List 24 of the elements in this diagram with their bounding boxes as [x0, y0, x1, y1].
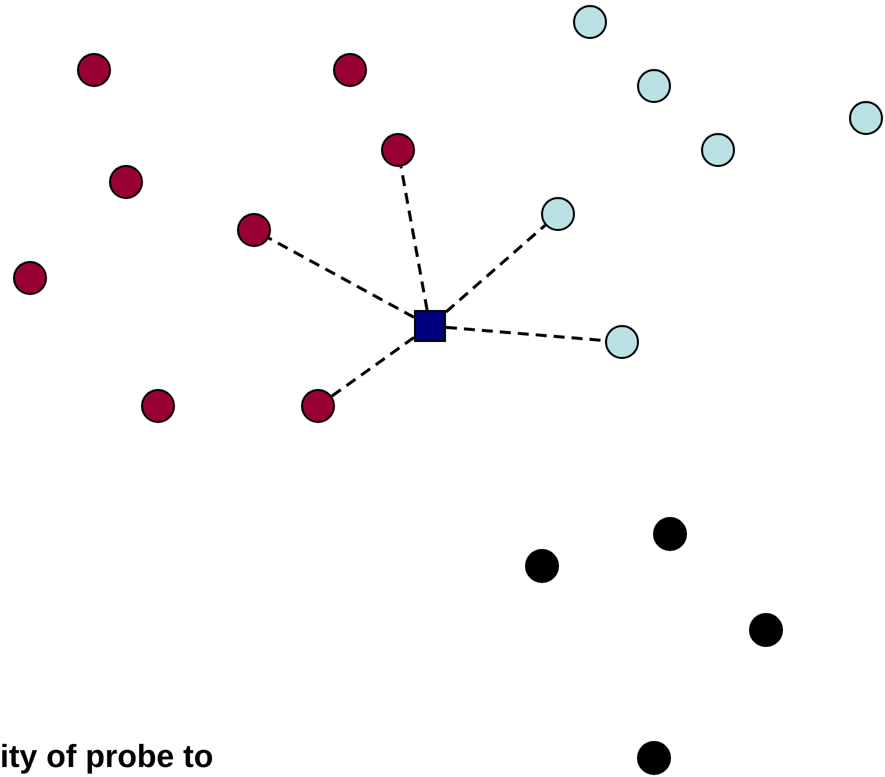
data-point: [301, 389, 335, 423]
dashed-line: [330, 336, 415, 398]
probe-square: [414, 310, 446, 342]
data-point: [849, 101, 883, 135]
data-point: [525, 549, 559, 583]
data-point: [573, 5, 607, 39]
data-point: [109, 165, 143, 199]
data-point: [749, 613, 783, 647]
data-point: [381, 133, 415, 167]
data-point: [237, 213, 271, 247]
data-point: [541, 197, 575, 231]
data-point: [605, 325, 639, 359]
data-point: [141, 389, 175, 423]
dashed-line: [268, 236, 415, 319]
data-point: [701, 133, 735, 167]
dashed-line: [400, 166, 429, 310]
data-point: [13, 261, 47, 295]
dashed-line: [445, 224, 546, 314]
data-point: [637, 69, 671, 103]
caption-text: ity of probe to: [0, 740, 214, 772]
data-point: [637, 741, 671, 775]
data-point: [77, 53, 111, 87]
data-point: [653, 517, 687, 551]
data-point: [333, 53, 367, 87]
